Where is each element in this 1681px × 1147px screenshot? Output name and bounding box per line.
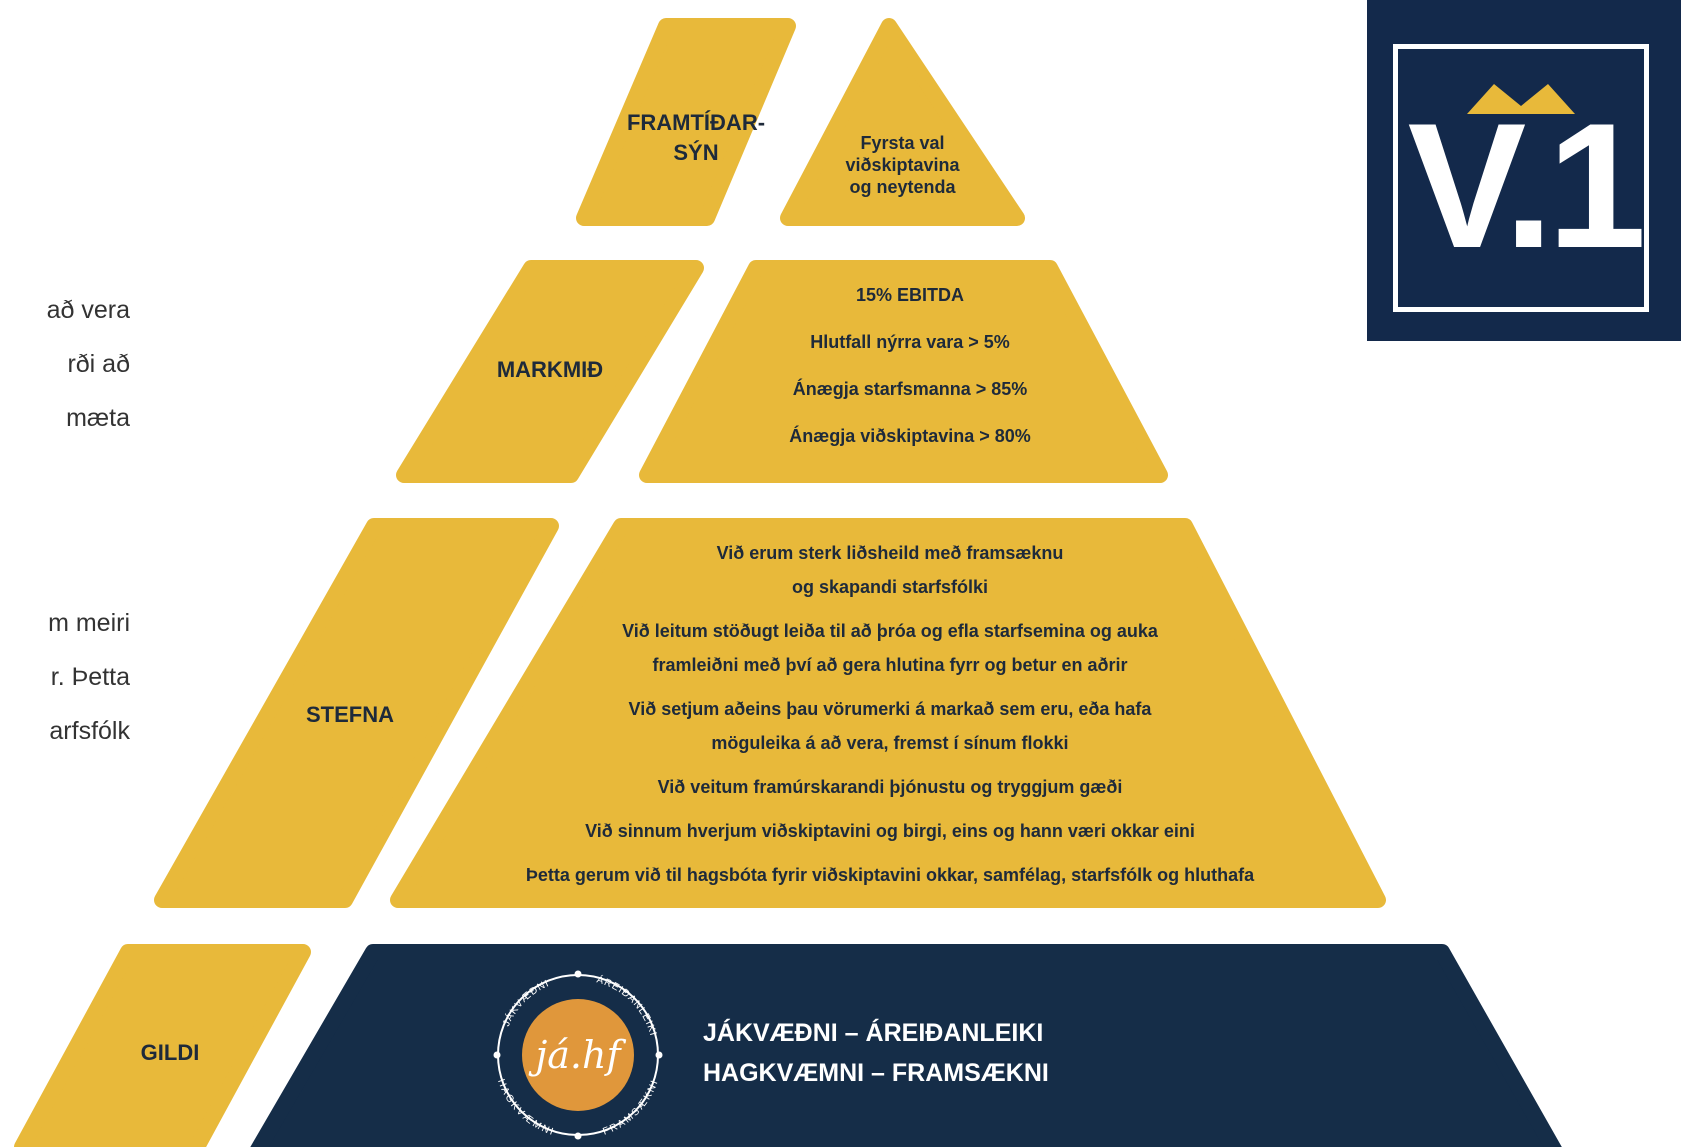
values-label: GILDI bbox=[140, 1040, 200, 1065]
goal-item: Ánægja viðskiptavina > 80% bbox=[789, 426, 1031, 446]
vision-label-shape bbox=[576, 18, 796, 226]
vision-content: Fyrsta val viðskiptavina og neytenda bbox=[805, 132, 1000, 198]
policy-line: Við sinnum hverjum viðskiptavini og birg… bbox=[585, 821, 1195, 841]
goals-label-shape bbox=[396, 260, 704, 483]
text-line: arfsfólk bbox=[49, 717, 130, 745]
text-line: að vera bbox=[46, 296, 130, 324]
text-line: rði að bbox=[67, 350, 130, 378]
policy-line: Við erum sterk liðsheild með framsæknu bbox=[716, 543, 1064, 563]
goal-item: Ánægja starfsmanna > 85% bbox=[792, 379, 1028, 399]
vision-content-shape bbox=[780, 18, 1025, 226]
text-line: mæta bbox=[66, 404, 130, 432]
vision-line: Fyrsta val bbox=[860, 133, 945, 153]
crown-icon bbox=[1467, 84, 1575, 114]
policy-content: Við erum sterk liðsheild með framsæknu o… bbox=[440, 543, 1340, 885]
policy-line: og skapandi starfsfólki bbox=[791, 577, 989, 597]
logo-frame bbox=[1393, 44, 1649, 312]
policy-label: STEFNA bbox=[306, 702, 394, 727]
vision-label-line1: FRAMTÍÐAR- bbox=[626, 110, 766, 135]
values-label-shape bbox=[14, 944, 311, 1147]
vision-line: og neytenda bbox=[849, 177, 956, 197]
values-line-2: HAGKVÆMNI – FRAMSÆKNI bbox=[703, 1059, 1049, 1087]
text-line: r. Þetta bbox=[50, 663, 130, 691]
goals-content: 15% EBITDA Hlutfall nýrra vara > 5% Ánæg… bbox=[760, 285, 1060, 455]
values-line-1: JÁKVÆÐNI – ÁREIÐANLEIKI bbox=[703, 1019, 1044, 1047]
policy-line: Þetta gerum við til hagsbóta fyrir viðsk… bbox=[525, 865, 1255, 885]
left-body-text-2: m meiri r. Þetta arfsfólk bbox=[0, 596, 130, 758]
v1-logo: V.1 bbox=[1367, 0, 1681, 341]
left-body-text-1: að vera rði að mæta bbox=[0, 283, 130, 445]
policy-line: Við leitum stöðugt leiða til að þróa og … bbox=[622, 621, 1158, 641]
goal-item: 15% EBITDA bbox=[855, 285, 965, 305]
policy-line: framleiðni með því að gera hlutina fyrr … bbox=[652, 655, 1128, 675]
text-line: m meiri bbox=[48, 609, 130, 637]
goal-item: Hlutfall nýrra vara > 5% bbox=[810, 332, 1010, 352]
vision-label: FRAMTÍÐAR- SÝN bbox=[600, 108, 792, 168]
policy-content-shape bbox=[390, 518, 1386, 908]
policy-line: Við veitum framúrskarandi þjónustu og tr… bbox=[657, 777, 1123, 797]
vision-label-line2: SÝN bbox=[673, 140, 719, 165]
seal-center-text: já.hf bbox=[528, 1033, 626, 1077]
policy-line: Við setjum aðeins þau vörumerki á markað… bbox=[628, 699, 1152, 719]
policy-label-shape bbox=[154, 518, 559, 908]
values-content: JÁKVÆÐNI – ÁREIÐANLEIKI HAGKVÆMNI – FRAM… bbox=[703, 1013, 1049, 1093]
policy-line: möguleika á að vera, fremst í sínum flok… bbox=[711, 733, 1069, 753]
goals-content-shape bbox=[639, 260, 1168, 483]
goals-label: MARKMIÐ bbox=[496, 357, 604, 382]
logo-text: V.1 bbox=[1407, 86, 1647, 285]
vision-line: viðskiptavina bbox=[845, 155, 960, 175]
